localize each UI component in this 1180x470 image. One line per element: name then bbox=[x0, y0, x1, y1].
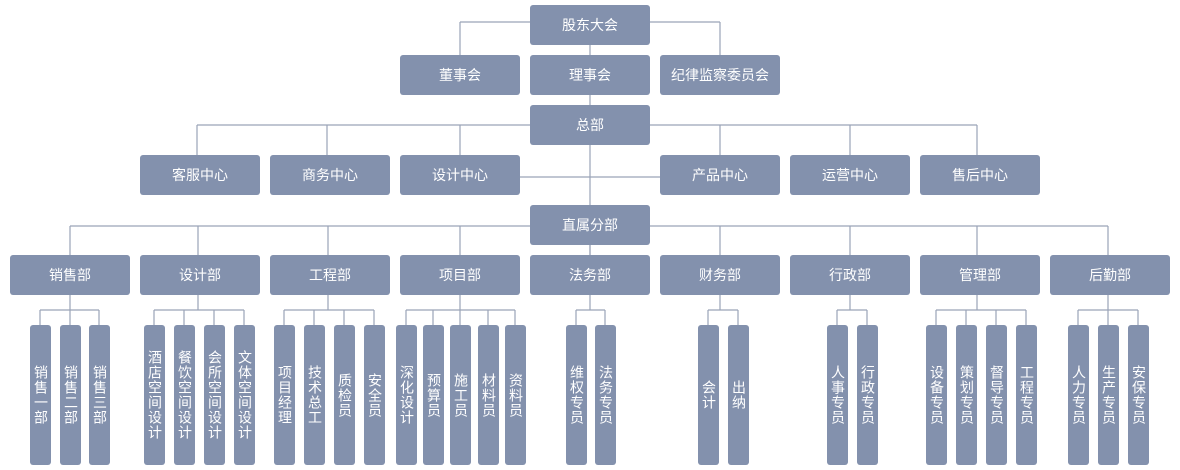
sub-unit-node-0-0-label: 销售一部 bbox=[32, 365, 48, 425]
sub-unit-node-2-2: 质检员 bbox=[333, 325, 355, 465]
center-node-2: 设计中心 bbox=[400, 155, 520, 195]
sub-unit-node-8-2-label: 安保专员 bbox=[1130, 365, 1146, 425]
department-node-4: 法务部 bbox=[530, 255, 650, 295]
board-node: 董事会 bbox=[400, 55, 520, 95]
sub-unit-node-8-1: 生产专员 bbox=[1097, 325, 1119, 465]
sub-unit-node-2-3-label: 安全员 bbox=[366, 372, 382, 418]
center-node-5: 售后中心 bbox=[920, 155, 1040, 195]
sub-unit-node-7-2-label: 督导专员 bbox=[988, 365, 1004, 425]
sub-unit-node-7-3: 工程专员 bbox=[1015, 325, 1037, 465]
sub-unit-node-1-0-label: 酒店空间设计 bbox=[146, 350, 162, 440]
department-node-5: 财务部 bbox=[660, 255, 780, 295]
sub-unit-node-3-4-label: 资料员 bbox=[507, 372, 523, 418]
sub-unit-node-3-1: 预算员 bbox=[422, 325, 444, 465]
sub-unit-node-7-0: 设备专员 bbox=[925, 325, 947, 465]
sub-unit-node-5-0-label: 会计 bbox=[700, 380, 716, 410]
sub-unit-node-7-1: 策划专员 bbox=[955, 325, 977, 465]
sub-unit-node-1-3: 文体空间设计 bbox=[233, 325, 255, 465]
headquarters-node: 总部 bbox=[530, 105, 650, 145]
sub-unit-node-3-3-label: 材料员 bbox=[480, 372, 496, 418]
department-node-1: 设计部 bbox=[140, 255, 260, 295]
sub-unit-node-4-1-label: 法务专员 bbox=[597, 365, 613, 425]
department-node-7: 管理部 bbox=[920, 255, 1040, 295]
direct-branch-node: 直属分部 bbox=[530, 205, 650, 245]
sub-unit-node-4-0-label: 维权专员 bbox=[568, 365, 584, 425]
sub-unit-node-6-1-label: 行政专员 bbox=[859, 365, 875, 425]
sub-unit-node-7-0-label: 设备专员 bbox=[928, 365, 944, 425]
department-node-6: 行政部 bbox=[790, 255, 910, 295]
sub-unit-node-8-0-label: 人力专员 bbox=[1070, 365, 1086, 425]
sub-unit-node-1-1-label: 餐饮空间设计 bbox=[176, 350, 192, 440]
center-node-4: 运营中心 bbox=[790, 155, 910, 195]
sub-unit-node-3-0: 深化设计 bbox=[395, 325, 417, 465]
sub-unit-node-8-0: 人力专员 bbox=[1067, 325, 1089, 465]
sub-unit-node-1-1: 餐饮空间设计 bbox=[173, 325, 195, 465]
sub-unit-node-8-1-label: 生产专员 bbox=[1100, 365, 1116, 425]
sub-unit-node-6-0-label: 人事专员 bbox=[829, 365, 845, 425]
department-node-8: 后勤部 bbox=[1050, 255, 1170, 295]
department-node-0: 销售部 bbox=[10, 255, 130, 295]
sub-unit-node-3-2-label: 施工员 bbox=[452, 372, 468, 418]
sub-unit-node-3-1-label: 预算员 bbox=[425, 372, 441, 418]
sub-unit-node-3-4: 资料员 bbox=[504, 325, 526, 465]
sub-unit-node-0-2-label: 销售三部 bbox=[91, 365, 107, 425]
sub-unit-node-2-0: 项目经理 bbox=[273, 325, 295, 465]
sub-unit-node-1-2: 会所空间设计 bbox=[203, 325, 225, 465]
sub-unit-node-1-2-label: 会所空间设计 bbox=[206, 350, 222, 440]
center-node-3: 产品中心 bbox=[660, 155, 780, 195]
sub-unit-node-4-0: 维权专员 bbox=[565, 325, 587, 465]
sub-unit-node-2-3: 安全员 bbox=[363, 325, 385, 465]
sub-unit-node-1-3-label: 文体空间设计 bbox=[236, 350, 252, 440]
sub-unit-node-0-1-label: 销售二部 bbox=[62, 365, 78, 425]
sub-unit-node-7-1-label: 策划专员 bbox=[958, 365, 974, 425]
sub-unit-node-2-2-label: 质检员 bbox=[336, 372, 352, 418]
sub-unit-node-2-1-label: 技术总工 bbox=[306, 365, 322, 425]
council-node: 理事会 bbox=[530, 55, 650, 95]
sub-unit-node-0-1: 销售二部 bbox=[59, 325, 81, 465]
sub-unit-node-5-0: 会计 bbox=[697, 325, 719, 465]
sub-unit-node-0-0: 销售一部 bbox=[29, 325, 51, 465]
department-node-2: 工程部 bbox=[270, 255, 390, 295]
sub-unit-node-6-0: 人事专员 bbox=[826, 325, 848, 465]
shareholders-meeting-node: 股东大会 bbox=[530, 5, 650, 45]
sub-unit-node-5-1-label: 出纳 bbox=[730, 380, 746, 410]
sub-unit-node-6-1: 行政专员 bbox=[856, 325, 878, 465]
sub-unit-node-1-0: 酒店空间设计 bbox=[143, 325, 165, 465]
sub-unit-node-7-3-label: 工程专员 bbox=[1018, 365, 1034, 425]
sub-unit-node-0-2: 销售三部 bbox=[88, 325, 110, 465]
sub-unit-node-8-2: 安保专员 bbox=[1127, 325, 1149, 465]
sub-unit-node-7-2: 督导专员 bbox=[985, 325, 1007, 465]
sub-unit-node-2-0-label: 项目经理 bbox=[276, 365, 292, 425]
center-node-0: 客服中心 bbox=[140, 155, 260, 195]
sub-unit-node-3-2: 施工员 bbox=[449, 325, 471, 465]
sub-unit-node-3-0-label: 深化设计 bbox=[398, 365, 414, 425]
sub-unit-node-2-1: 技术总工 bbox=[303, 325, 325, 465]
sub-unit-node-5-1: 出纳 bbox=[727, 325, 749, 465]
discipline-committee-node: 纪律监察委员会 bbox=[660, 55, 780, 95]
center-node-1: 商务中心 bbox=[270, 155, 390, 195]
sub-unit-node-3-3: 材料员 bbox=[477, 325, 499, 465]
sub-unit-node-4-1: 法务专员 bbox=[594, 325, 616, 465]
department-node-3: 项目部 bbox=[400, 255, 520, 295]
